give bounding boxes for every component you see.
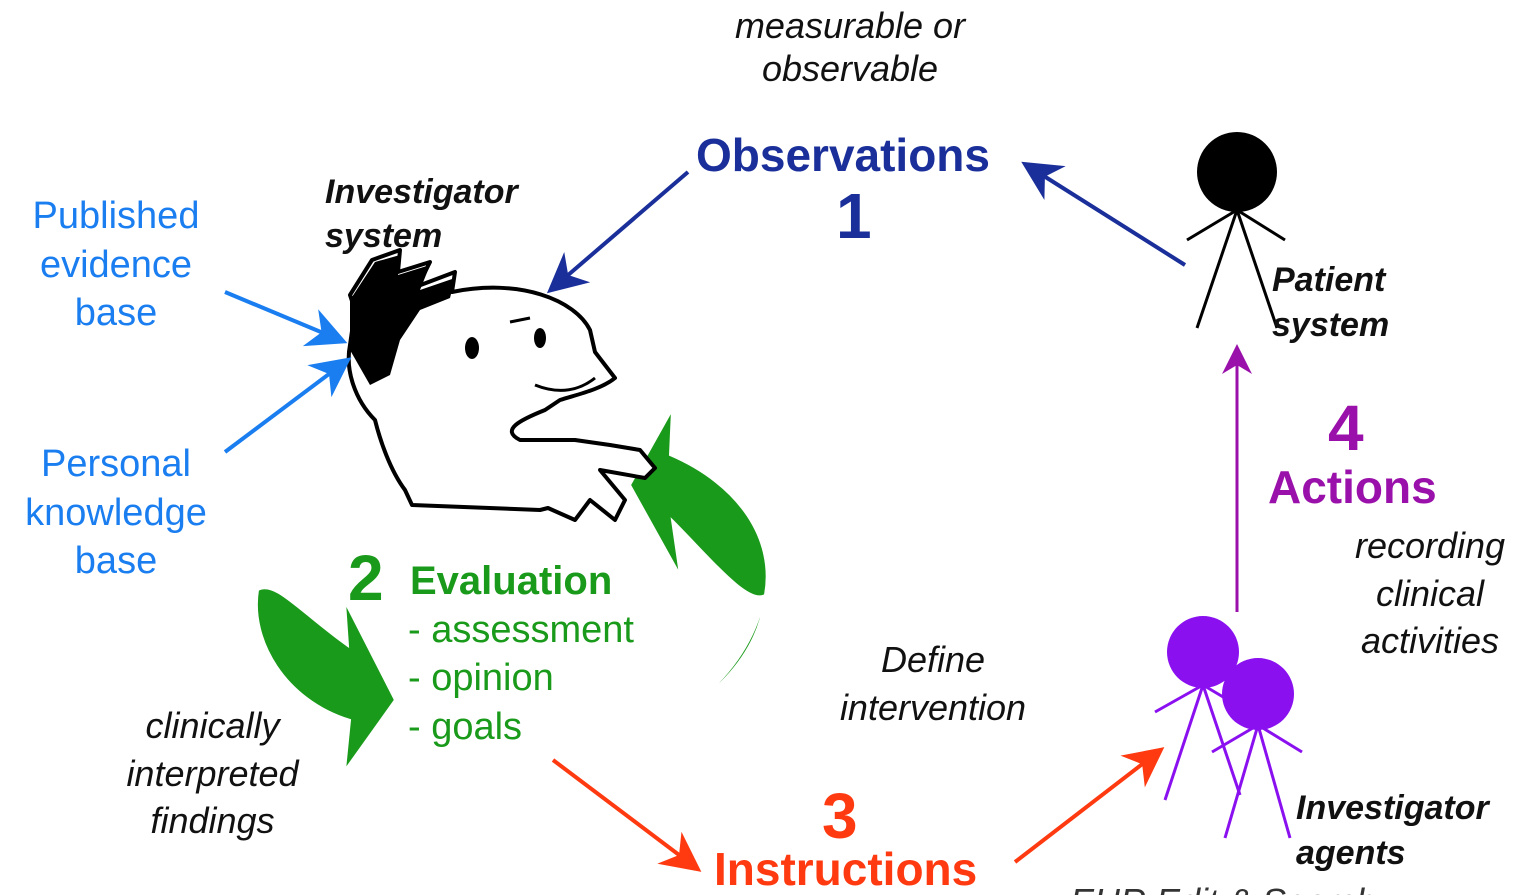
actions-caption-line1: recording — [1354, 525, 1506, 566]
personal-knowledge-line2: knowledge — [25, 491, 207, 534]
investigator-agents-line1: Investigator — [1296, 789, 1489, 827]
patient-system-line1: Patient — [1272, 261, 1386, 299]
observations-to-investigator-arrow — [546, 170, 690, 294]
investigator-agents-icon — [1154, 616, 1303, 839]
evaluation-number: 2 — [348, 542, 384, 614]
published-evidence-line3: base — [74, 292, 158, 335]
evaluation-items: - assessment - opinion - goals — [408, 606, 634, 751]
investigator-system-line2: system — [325, 217, 443, 256]
footer-partial-text: EHR Edit & Search — [1070, 880, 1376, 895]
personal-knowledge-arrow — [223, 357, 352, 454]
investigator-head-icon — [346, 248, 657, 522]
actions-caption: recording clinical activities — [1330, 522, 1530, 665]
define-intervention-label: Define intervention — [800, 636, 1066, 731]
actions-caption-line3: activities — [1360, 620, 1500, 662]
evaluation-item-opinion: - opinion — [408, 657, 554, 700]
observations-number: 1 — [836, 180, 872, 252]
investigator-system-line1: Investigator — [325, 173, 518, 211]
evaluation-left-arrow — [255, 444, 397, 774]
investigator-system-label: Investigator system — [325, 170, 518, 258]
evaluation-item-goals: - goals — [408, 705, 523, 748]
published-evidence-label: Published evidence base — [16, 192, 216, 338]
patient-to-observations-arrow — [1021, 161, 1187, 267]
investigator-agents-line2: agents — [1296, 833, 1406, 872]
evaluation-title: Evaluation — [410, 559, 613, 603]
instructions-title: Instructions — [714, 843, 978, 895]
define-intervention-line2: intervention — [839, 686, 1027, 728]
define-intervention-line1: Define — [880, 639, 986, 680]
patient-system-label: Patient system — [1272, 258, 1389, 348]
investigator-agents-label: Investigator agents — [1296, 786, 1489, 876]
personal-knowledge-label: Personal knowledge base — [10, 440, 222, 586]
instructions-number: 3 — [822, 780, 858, 852]
evaluation-right-arrow — [624, 409, 768, 741]
instructions-to-agents-arrow — [1013, 747, 1165, 864]
observations-caption: measurable or observable — [700, 4, 1000, 90]
patient-figure-icon — [1186, 132, 1286, 329]
clinical-findings-label: clinically interpreted findings — [100, 702, 325, 845]
published-evidence-line1: Published — [32, 195, 200, 237]
evaluation-to-instructions-arrow — [551, 758, 702, 872]
actions-title: Actions — [1268, 461, 1437, 513]
personal-knowledge-line1: Personal — [41, 443, 191, 485]
evaluation-item-assessment: - assessment — [408, 609, 634, 651]
actions-caption-line2: clinical — [1375, 572, 1485, 614]
observations-caption-line1: measurable or — [734, 5, 966, 46]
patient-system-line2: system — [1272, 305, 1390, 344]
personal-knowledge-line3: base — [74, 540, 158, 583]
published-evidence-line2: evidence — [39, 243, 193, 286]
observations-title: Observations — [696, 129, 990, 181]
clinical-findings-line3: findings — [150, 800, 275, 842]
actions-number: 4 — [1328, 392, 1364, 464]
clinical-findings-line1: clinically — [145, 705, 280, 746]
published-evidence-arrow — [224, 290, 348, 347]
observations-caption-line2: observable — [761, 48, 939, 90]
evaluation-cycle-arrows — [255, 409, 768, 774]
clinical-findings-line2: interpreted — [126, 752, 299, 794]
